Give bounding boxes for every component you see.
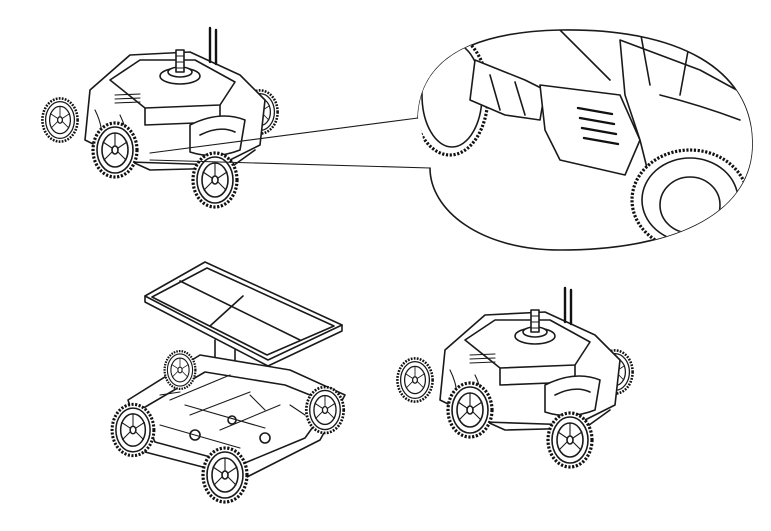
robot-top-left — [42, 28, 277, 207]
robot-open-filter — [110, 261, 346, 504]
robot-bottom-right — [397, 288, 632, 467]
detail-callout — [417, 29, 753, 251]
callout-leader-lines — [149, 117, 431, 169]
